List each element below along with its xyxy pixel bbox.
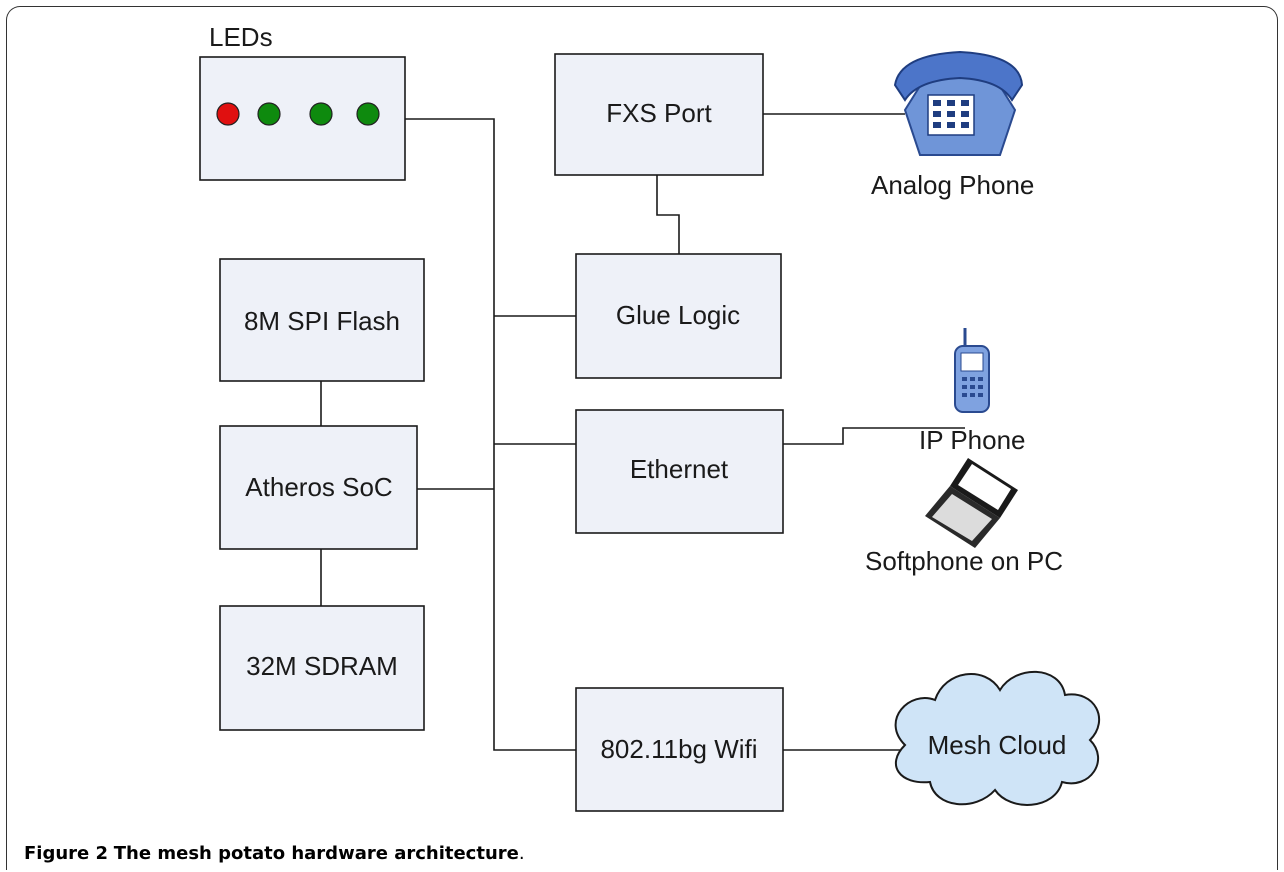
led-green-icon [356,102,380,126]
laptop-icon [925,458,1018,548]
figure-number: Figure 2 [24,843,109,864]
connection-lines [320,113,965,751]
spi-flash-label: 8M SPI Flash [244,306,400,336]
softphone-label: Softphone on PC [865,546,1063,576]
wifi-label: 802.11bg Wifi [600,734,757,764]
led-indicators [216,102,380,126]
ethernet-box [575,409,784,534]
analog-phone-icon [893,50,1024,156]
caption-period: . [518,843,525,864]
wire-leds-bus [405,118,576,751]
mesh-cloud-label: Mesh Cloud [928,730,1067,760]
led-red-icon [216,102,240,126]
wire-fxs-glue [656,175,680,254]
figure-caption: Figure 2 The mesh potato hardware archit… [24,843,525,864]
led-green-icon [257,102,281,126]
led-green-icon [309,102,333,126]
atheros-soc-box [219,425,418,550]
wire-ethernet-devices [783,427,965,445]
figure-title: The mesh potato hardware architecture [113,843,519,864]
spi-flash-box [219,258,425,382]
wifi-box [575,687,784,812]
mesh-cloud-icon [894,670,1101,806]
leds-label: LEDs [209,22,273,52]
fxs-port-label: FXS Port [606,98,712,128]
ethernet-label: Ethernet [630,454,729,484]
analog-phone-label: Analog Phone [871,170,1034,200]
ip-phone-label: IP Phone [919,425,1026,455]
glue-logic-box [575,253,782,379]
sdram-label: 32M SDRAM [246,651,398,681]
sdram-box [219,605,425,731]
figure-frame [6,6,1278,870]
atheros-soc-label: Atheros SoC [245,472,392,502]
architecture-diagram: LEDs FXS Port Glue Logic Ethernet 802.11… [199,22,1101,812]
glue-logic-label: Glue Logic [616,300,740,330]
fxs-port-box [554,53,764,176]
ip-phone-icon [954,328,990,413]
